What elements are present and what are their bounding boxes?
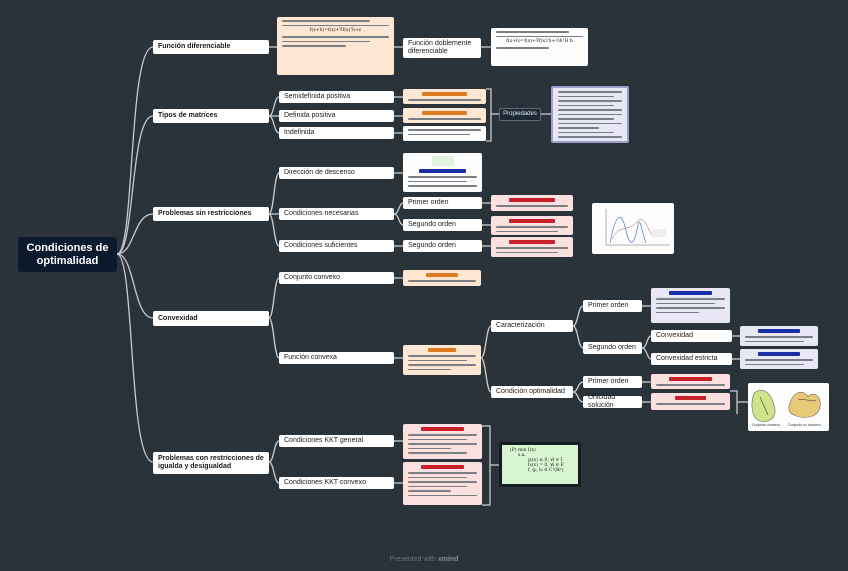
topic-label: Semidefinida positiva <box>284 93 351 101</box>
topic-label: Condiciones KKT convexo <box>284 479 366 487</box>
topic-label: Propiedades <box>503 111 537 118</box>
topic-label: Función diferenciable <box>158 43 231 51</box>
topic-definida-positiva[interactable]: Definida positiva <box>279 110 394 122</box>
topic-primer-orden-optimalidad[interactable]: Primer orden <box>583 376 642 388</box>
topic-label: Condiciones necesarias <box>284 210 359 218</box>
topic-convexidad[interactable]: Convexidad <box>651 330 732 342</box>
topic-label: Convexidad <box>656 332 693 340</box>
topic-problemas-con-restricciones[interactable]: Problemas con restricciones de igualda y… <box>153 452 269 474</box>
card-indefinida <box>403 126 486 141</box>
topic-label: Primer orden <box>408 199 449 207</box>
problem-line: hᵢ(x) = 0, ∀i ∈ E <box>528 463 564 468</box>
topic-problemas-sin-restricciones[interactable]: Problemas sin restricciones <box>153 207 269 221</box>
card-semidefinida <box>403 89 486 104</box>
card-definida <box>403 108 486 123</box>
topic-segundo-orden[interactable]: Segundo orden <box>403 219 482 231</box>
card-segundo-orden-suficiente <box>491 237 573 257</box>
definition-card-diferenciable: f(x+h)=f(x)+∇f(x)ᵀh+ε <box>277 17 394 75</box>
topic-convexidad-estricta[interactable]: Convexidad estricta <box>651 353 732 365</box>
topic-funcion-diferenciable[interactable]: Función diferenciable <box>153 40 269 54</box>
card-kkt-convexo <box>403 462 482 505</box>
topic-label: Definida positiva <box>284 112 336 120</box>
topic-condiciones-suficientes[interactable]: Condiciones suficientes <box>279 240 394 252</box>
definition-card-doble-diferenciable: f(x+h)=f(x)+∇f(x)ᵀh+½hᵀH h <box>491 28 588 66</box>
problem-line: f, gᵢ, hᵢ ∈ C¹(ℝⁿ) <box>528 468 564 473</box>
topic-label: Caracterización <box>496 322 545 330</box>
card-primer-orden <box>491 195 573 211</box>
topic-label: Segundo orden <box>408 221 456 229</box>
topic-convexidad[interactable]: Convexidad <box>153 311 269 326</box>
topic-tipos-matrices[interactable]: Tipos de matrices <box>153 109 269 123</box>
card-propiedades <box>551 86 629 143</box>
topic-label: Convexidad <box>158 314 198 322</box>
topic-funcion-doblemente-diferenciable[interactable]: Función doblemente diferenciable <box>403 38 481 58</box>
topic-label: Segundo orden <box>588 344 636 352</box>
card-funcion-convexa <box>403 345 481 375</box>
convex-sets-image: Conjunto convexo Conjunto no convexo <box>748 383 829 431</box>
topic-kkt-general[interactable]: Condiciones KKT general <box>279 435 394 447</box>
topic-label: Condiciones suficientes <box>284 242 358 250</box>
card-direccion-descenso <box>403 153 482 192</box>
topic-label: Segundo orden <box>408 242 456 250</box>
plot-image <box>592 203 674 254</box>
topic-unicidad-solucion[interactable]: Unicidad solución <box>583 394 642 409</box>
topic-indefinida[interactable]: Indefinida <box>279 127 394 139</box>
card-unicidad <box>651 393 730 410</box>
card-convexidad <box>740 326 818 346</box>
formula-diferenciable: f(x+h)=f(x)+∇f(x)ᵀh+ε <box>309 28 362 33</box>
topic-label: Tipos de matrices <box>158 112 218 120</box>
topic-label: Dirección de descenso <box>284 169 355 177</box>
card-problema-p: (P) min f(x) s.a. gᵢ(x) ≤ 0, ∀i ∈ I hᵢ(x… <box>499 442 581 487</box>
topic-condiciones-necesarias[interactable]: Condiciones necesarias <box>279 208 394 220</box>
topic-label: Condiciones KKT general <box>284 437 364 445</box>
function-plot-icon <box>605 209 670 246</box>
topic-caracterizacion[interactable]: Caracterización <box>491 320 573 332</box>
topic-label: Convexidad estricta <box>656 355 718 363</box>
topic-label: Condición optimalidad <box>496 388 565 396</box>
topic-kkt-convexo[interactable]: Condiciones KKT convexo <box>279 477 394 489</box>
problem-line: gᵢ(x) ≤ 0, ∀i ∈ I <box>528 458 563 463</box>
topic-primer-orden-caracterizacion[interactable]: Primer orden <box>583 300 642 312</box>
root-label: Condiciones de optimalidad <box>26 241 109 267</box>
topic-funcion-convexa[interactable]: Función convexa <box>279 352 394 364</box>
topic-label: Problemas sin restricciones <box>158 210 252 218</box>
topic-primer-orden[interactable]: Primer orden <box>403 197 482 209</box>
formula-thumbnail <box>431 156 454 166</box>
convex-sets-icon <box>751 390 821 422</box>
topic-segundo-orden-suficiente[interactable]: Segundo orden <box>403 240 482 252</box>
topic-label: Problemas con restricciones de igualda y… <box>158 455 264 470</box>
root-topic[interactable]: Condiciones de optimalidad <box>18 237 117 272</box>
topic-conjunto-convexo[interactable]: Conjunto convexo <box>279 272 394 284</box>
caption-convex-set: Conjunto convexo <box>752 423 781 427</box>
problem-line: (P) min f(x) <box>510 448 536 453</box>
topic-propiedades[interactable]: Propiedades <box>499 108 541 121</box>
topic-semidefinida-positiva[interactable]: Semidefinida positiva <box>279 91 394 103</box>
topic-label: Unicidad solución <box>588 394 616 409</box>
footer-prefix: Presented with <box>389 556 436 563</box>
caption-nonconvex-set: Conjunto no convexo <box>788 423 821 427</box>
card-kkt-general <box>403 424 482 459</box>
problem-line: s.a. <box>518 453 526 458</box>
topic-condicion-optimalidad[interactable]: Condición optimalidad <box>491 386 573 398</box>
topic-label: Primer orden <box>588 378 629 386</box>
topic-label: Función convexa <box>284 354 337 362</box>
card-primer-orden-convexa <box>651 288 730 323</box>
topic-direccion-descenso[interactable]: Dirección de descenso <box>279 167 394 179</box>
formula-doble-diferenciable: f(x+h)=f(x)+∇f(x)ᵀh+½hᵀH h <box>506 39 573 44</box>
topic-label: Función doblemente diferenciable <box>408 40 472 55</box>
topic-label: Indefinida <box>284 129 315 137</box>
topic-label: Primer orden <box>588 302 629 310</box>
topic-label: Conjunto convexo <box>284 274 341 282</box>
footer-attribution: Presented with xmind <box>0 556 848 563</box>
topic-segundo-orden-caracterizacion[interactable]: Segundo orden <box>583 342 642 354</box>
card-segundo-orden <box>491 216 573 235</box>
card-conjunto-convexo <box>403 270 481 286</box>
xmind-logo[interactable]: xmind <box>437 556 459 563</box>
card-convexidad-estricta <box>740 349 818 369</box>
card-primer-orden-optimalidad <box>651 374 730 389</box>
